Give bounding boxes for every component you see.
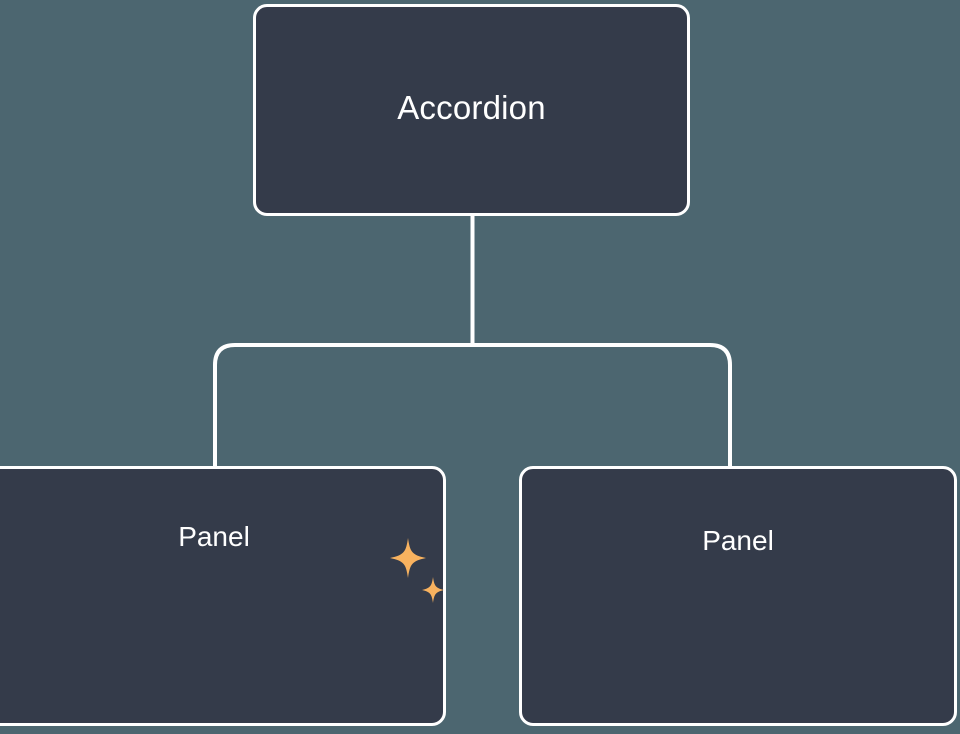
node-title: Panel bbox=[178, 521, 250, 552]
node-title: Accordion bbox=[397, 89, 546, 126]
tree-node-accordion[interactable]: Accordion bbox=[253, 4, 690, 216]
node-title: Panel bbox=[702, 525, 774, 556]
tree-node-panel-active[interactable]: Panel bbox=[0, 466, 446, 726]
tree-node-panel-inactive[interactable]: Panel bbox=[519, 466, 957, 726]
